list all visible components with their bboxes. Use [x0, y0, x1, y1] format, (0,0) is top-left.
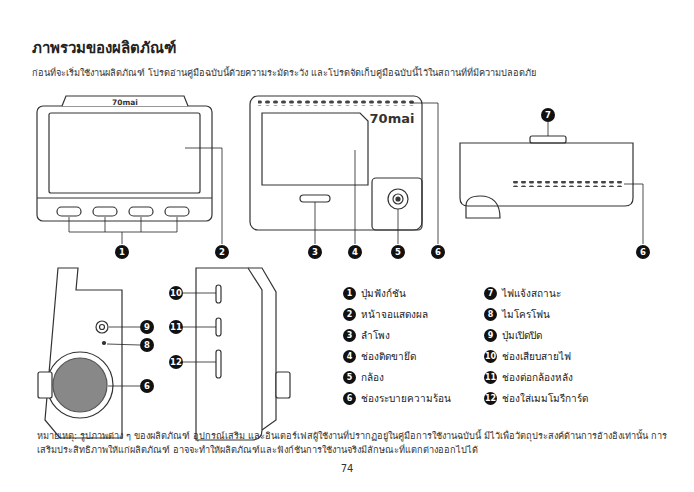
legend-item: 4 ช่องติดขายึด	[343, 349, 416, 364]
callout-number: 10	[170, 286, 182, 300]
callout-number: 2	[219, 245, 225, 259]
callout-number: 7	[545, 108, 551, 122]
part-name: หน้าจอแสดงผล	[361, 307, 428, 322]
part-name: ช่องติดขายึด	[361, 349, 416, 364]
legend-item: 5 กล้อง	[343, 370, 384, 385]
legend-item: 1 ปุ่มฟังก์ชัน	[343, 286, 406, 301]
callout-number: 7	[484, 287, 497, 300]
callout-number: 8	[140, 338, 154, 352]
callout-number: 3	[308, 245, 322, 259]
callout-number: 5	[395, 245, 401, 259]
brand-logo: 70mai	[112, 97, 138, 108]
callout-number: 6	[640, 245, 646, 259]
callout-number: 12	[170, 355, 182, 369]
legend-item: 2 หน้าจอแสดงผล	[343, 307, 428, 322]
callout-number: 5	[391, 245, 405, 259]
part-name: ช่องระบายความร้อน	[361, 391, 451, 406]
part-name: ลำโพง	[361, 328, 390, 343]
intro-text: ก่อนที่จะเริ่มใช้งานผลิตภัณฑ์ โปรดอ่านคู…	[32, 66, 672, 80]
callout-number: 4	[352, 245, 358, 259]
page-number: 74	[341, 461, 354, 476]
callout-number: 2	[215, 245, 229, 259]
callout-number: 3	[343, 329, 356, 342]
callout-number: 6	[435, 245, 441, 259]
callout-number: 11	[170, 320, 182, 334]
callout-number: 12	[169, 355, 183, 369]
callout-number: 1	[119, 245, 125, 259]
callout-number: 1	[115, 245, 129, 259]
callout-number: 11	[484, 371, 497, 384]
legend-item: 9 ปุ่มเปิดปิด	[484, 328, 542, 343]
part-name: ไมโครโฟน	[502, 307, 550, 322]
legend-item: 8 ไมโครโฟน	[484, 307, 550, 322]
page-title: ภาพรวมของผลิตภัณฑ์	[32, 36, 176, 60]
callout-number: 2	[343, 308, 356, 321]
part-name: ช่องต่อกล้องหลัง	[502, 370, 573, 385]
callout-number: 8	[144, 338, 150, 352]
legend-item: 6 ช่องระบายความร้อน	[343, 391, 451, 406]
callout-number: 4	[343, 350, 356, 363]
legend-item: 3 ลำโพง	[343, 328, 390, 343]
callout-number: 9	[140, 320, 154, 334]
part-name: ช่องเสียบสายไฟ	[502, 349, 571, 364]
callout-number: 12	[484, 392, 497, 405]
brand-logo: 70mai	[370, 109, 415, 129]
note-text: หมายเหตุ: รูปภาพต่าง ๆ ของผลิตภัณฑ์ อุปก…	[37, 429, 667, 457]
part-name: ช่องใส่เมมโมรีการ์ด	[502, 391, 588, 406]
callout-number: 9	[484, 329, 497, 342]
callout-number: 4	[348, 245, 362, 259]
legend-item: 11 ช่องต่อกล้องหลัง	[484, 370, 573, 385]
callout-number: 10	[484, 350, 497, 363]
legend-item: 7 ไฟแจ้งสถานะ	[484, 286, 561, 301]
callout-number: 1	[343, 287, 356, 300]
callout-number: 10	[169, 286, 183, 300]
callout-number: 6	[144, 379, 150, 393]
part-name: กล้อง	[361, 370, 384, 385]
part-name: ไฟแจ้งสถานะ	[502, 286, 561, 301]
part-name: ปุ่มเปิดปิด	[502, 328, 542, 343]
callout-number: 5	[343, 371, 356, 384]
callout-number: 8	[484, 308, 497, 321]
callout-number: 6	[140, 379, 154, 393]
callout-number: 3	[312, 245, 318, 259]
legend-item: 10 ช่องเสียบสายไฟ	[484, 349, 571, 364]
callout-number: 6	[431, 245, 445, 259]
callout-number: 9	[144, 320, 150, 334]
callout-number: 11	[169, 320, 183, 334]
part-name: ปุ่มฟังก์ชัน	[361, 286, 406, 301]
callout-number: 6	[343, 392, 356, 405]
callout-number: 6	[636, 245, 650, 259]
legend-item: 12 ช่องใส่เมมโมรีการ์ด	[484, 391, 588, 406]
callout-number: 7	[541, 108, 555, 122]
